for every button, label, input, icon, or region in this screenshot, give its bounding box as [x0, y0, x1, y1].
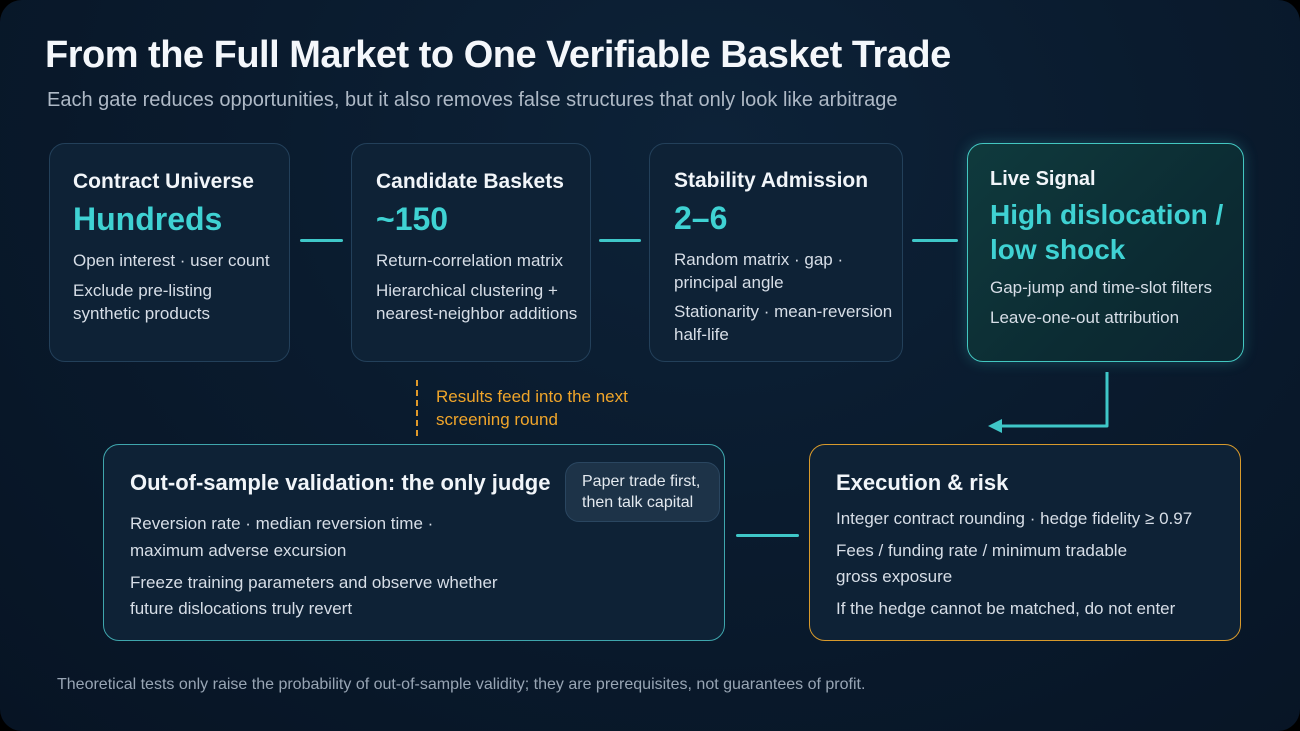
validation-heading: Out-of-sample validation: the only judge	[130, 470, 551, 495]
stage-detail: Open interest · user count	[73, 251, 270, 270]
feedback-dashed-line	[416, 380, 418, 436]
validation-detail: maximum adverse excursion	[130, 541, 347, 560]
stage-metric-line: High dislocation /	[990, 199, 1224, 230]
page-title: From the Full Market to One Verifiable B…	[45, 34, 951, 76]
execution-detail: Fees / funding rate / minimum tradable	[836, 541, 1128, 560]
execution-detail: If the hedge cannot be matched, do not e…	[836, 599, 1176, 618]
page-subtitle: Each gate reduces opportunities, but it …	[47, 89, 898, 111]
execution-detail: gross exposure	[836, 567, 953, 586]
feedback-note: Results feed into the next	[436, 387, 628, 406]
validation-detail: Reversion rate · median reversion time ·	[130, 514, 434, 533]
stage-heading: Live Signal	[990, 168, 1096, 190]
validation-detail: Freeze training parameters and observe w…	[130, 573, 498, 592]
badge-text: Paper trade first,	[582, 473, 701, 490]
stage-metric: Hundreds	[73, 201, 223, 237]
stage-detail: Exclude pre-listing	[73, 281, 212, 300]
stage-detail: Gap-jump and time-slot filters	[990, 278, 1213, 297]
stage-detail: Stationarity · mean-reversion	[674, 302, 893, 321]
stage-card-live-signal: Live Signal High dislocation / low shock…	[967, 143, 1244, 362]
execution-heading: Execution & risk	[836, 470, 1009, 495]
stage-detail: Leave-one-out attribution	[990, 308, 1180, 327]
feedback-note: screening round	[436, 410, 558, 429]
stage-heading: Stability Admission	[674, 169, 869, 192]
stage-detail: synthetic products	[73, 304, 211, 323]
stage-connector	[736, 534, 799, 537]
stage-card-contract-universe: Contract Universe Hundreds Open interest…	[49, 143, 290, 362]
stage-metric: ~150	[376, 201, 449, 237]
execution-detail: Integer contract rounding · hedge fideli…	[836, 509, 1193, 528]
stage-metric-line: low shock	[990, 234, 1126, 265]
down-left-arrow-icon	[988, 372, 1109, 433]
stage-detail: Return-correlation matrix	[376, 251, 564, 270]
stage-detail: principal angle	[674, 273, 784, 292]
stage-detail: half-life	[674, 325, 729, 344]
stage-heading: Contract Universe	[73, 170, 254, 193]
footnote: Theoretical tests only raise the probabi…	[57, 676, 866, 693]
stage-detail: Hierarchical clustering +	[376, 281, 558, 300]
execution-risk-card: Execution & risk Integer contract roundi…	[809, 444, 1241, 641]
stage-connector	[912, 239, 958, 242]
badge-text: then talk capital	[582, 494, 694, 511]
stage-heading: Candidate Baskets	[376, 170, 564, 193]
stage-metric: 2–6	[674, 200, 728, 236]
paper-trade-badge: Paper trade first, then talk capital	[565, 462, 720, 522]
stage-card-stability-admission: Stability Admission 2–6 Random matrix · …	[649, 143, 903, 362]
stage-card-candidate-baskets: Candidate Baskets ~150 Return-correlatio…	[351, 143, 591, 362]
stage-connector	[599, 239, 641, 242]
stage-detail: Random matrix · gap ·	[674, 250, 844, 269]
stage-connector	[300, 239, 343, 242]
validation-detail: future dislocations truly revert	[130, 599, 353, 618]
stage-detail: nearest-neighbor additions	[376, 304, 578, 323]
